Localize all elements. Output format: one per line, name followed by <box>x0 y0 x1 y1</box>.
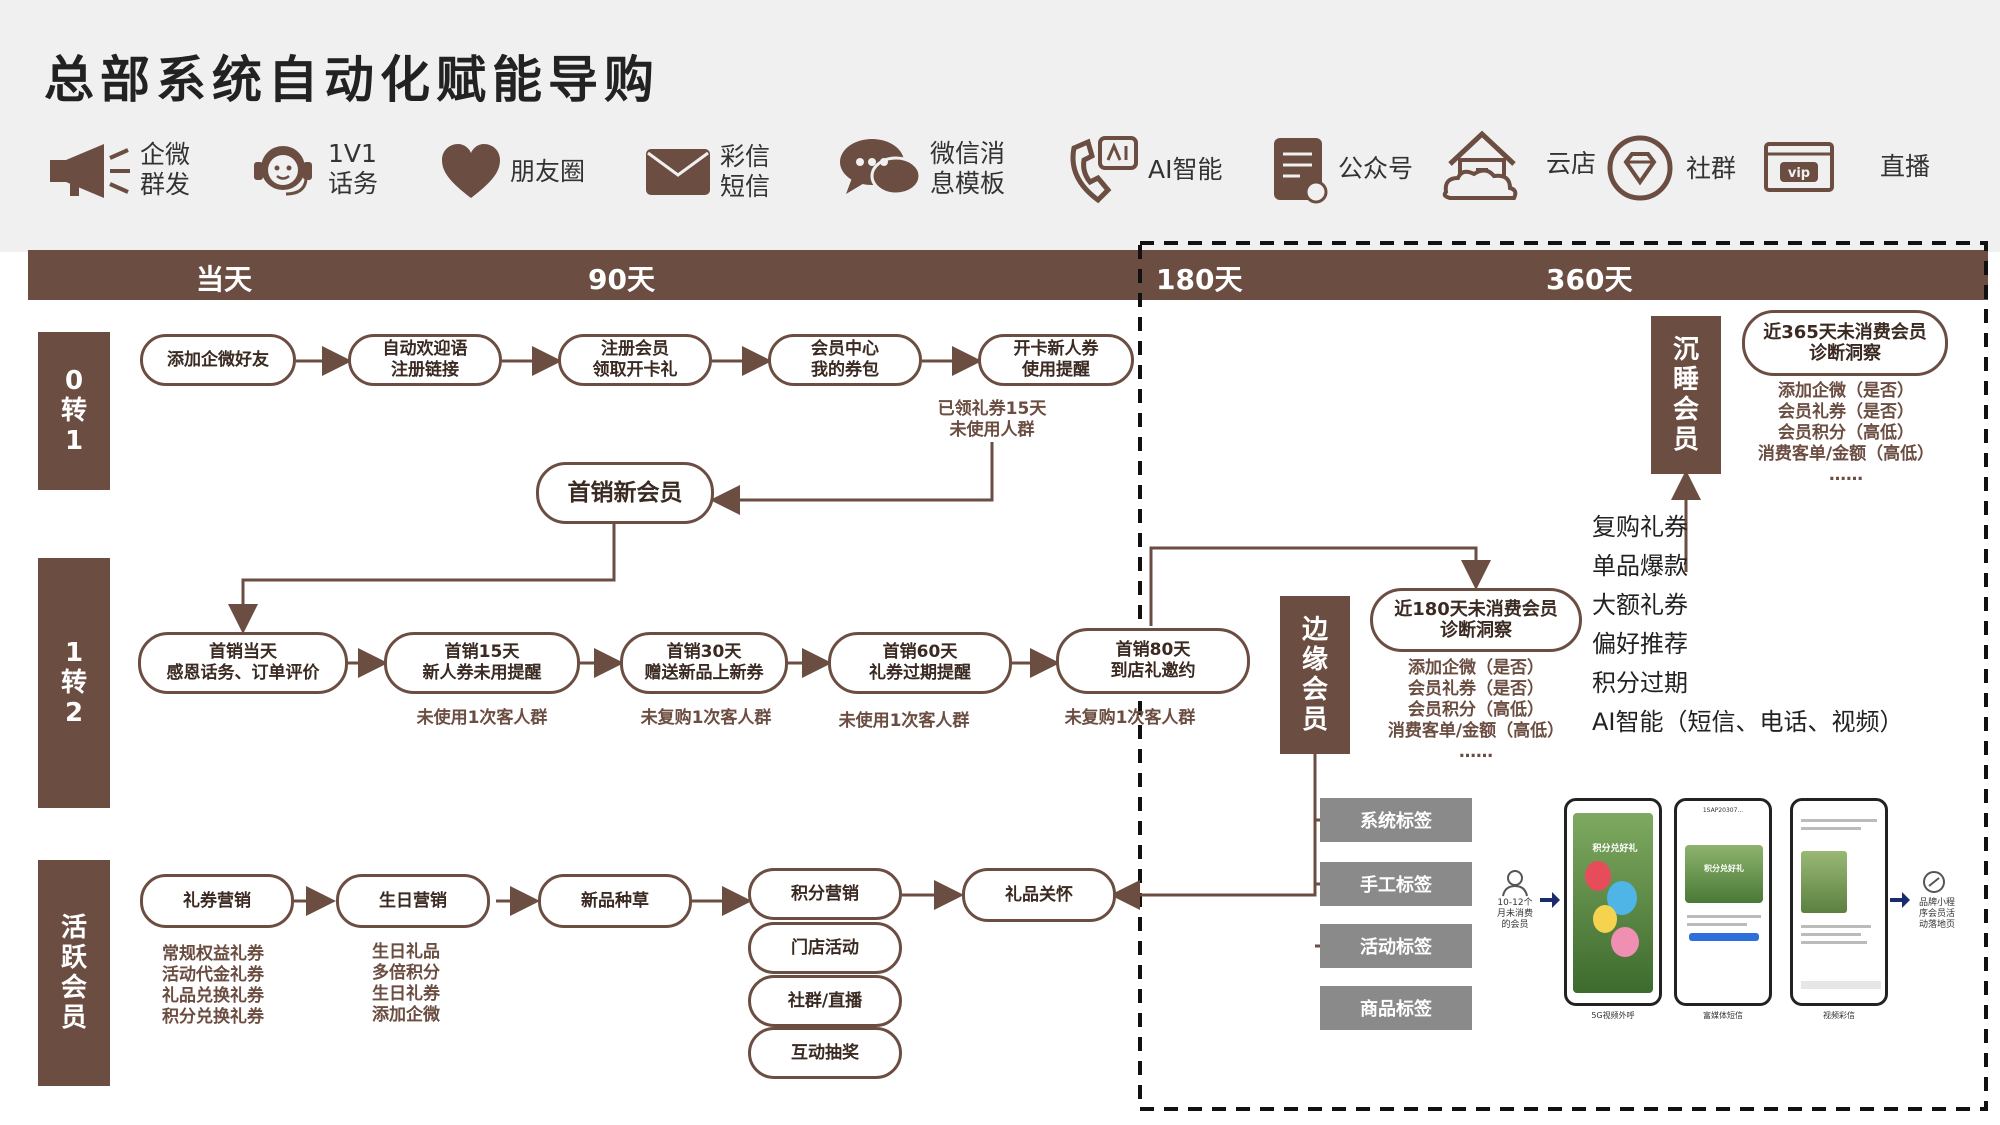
channel-one-on-one-call: 1V1 话务 <box>246 136 378 202</box>
channel-label: 直播 <box>1880 152 1931 181</box>
node-first-sale-member: 首销新会员 <box>536 462 714 524</box>
channel-label: AI智能 <box>1148 155 1223 184</box>
stage-active-member: 活 跃 会 员 <box>38 860 110 1086</box>
node-add-wecom-friend: 添加企微好友 <box>140 334 296 386</box>
node-member-center: 会员中心 我的券包 <box>768 334 922 386</box>
node-store-event: 门店活动 <box>748 922 902 974</box>
note-unused-1: 未使用1次客人群 <box>416 708 548 728</box>
phone-rich-media-sms: 1SAP20307... 积分兑好礼 <box>1674 798 1772 1006</box>
timeline-day-180: 180天 <box>1156 263 1243 296</box>
node-points-marketing: 积分营销 <box>748 868 902 920</box>
node-first-sale-30: 首销30天 赠送新品上新券 <box>620 632 788 694</box>
note-sleep-criteria: 添加企微（是否） 会员礼券（是否） 会员积分（高低） 消费客单/金额（高低） …… <box>1757 381 1935 485</box>
caption-rich-media-sms: 富媒体短信 <box>1703 1011 1743 1020</box>
node-first-sale-day: 首销当天 感恩话务、订单评价 <box>138 632 348 694</box>
channel-label: 企微 群发 <box>140 140 191 199</box>
stage-zero-to-one: 0 转 1 <box>38 332 110 490</box>
channel-community: 社群 <box>1606 134 1736 204</box>
channel-label: 朋友圈 <box>510 157 586 186</box>
caption-5g-video-call: 5G视频外呼 <box>1591 1011 1635 1020</box>
node-interactive-lottery: 互动抽奖 <box>748 1027 902 1079</box>
tag-manual: 手工标签 <box>1320 862 1472 906</box>
channel-live-stream: vip 直播 <box>1762 140 1930 194</box>
phone-5g-video-call: 积分兑好礼 <box>1564 798 1662 1006</box>
long-term-region <box>1138 241 1988 1111</box>
diamond-badge-icon <box>1607 135 1673 201</box>
timeline-day-0: 当天 <box>196 263 253 296</box>
node-first-sale-60: 首销60天 礼券过期提醒 <box>828 632 1012 694</box>
megaphone-icon <box>50 144 130 198</box>
tag-product: 商品标签 <box>1320 986 1472 1030</box>
channel-official-account: 公众号 <box>1270 134 1413 204</box>
action-list: 复购礼券 单品爆款 大额礼券 偏好推荐 积分过期 AI智能（短信、电话、视频） <box>1592 513 1904 736</box>
caption-landing-page: 品牌小程 序会员活 动落地页 <box>1918 898 1955 930</box>
channel-label: 云店 <box>1546 149 1597 178</box>
note-unused-15-days: 已领礼券15天 未使用人群 <box>937 399 1047 440</box>
node-gift-care: 礼品关怀 <box>962 868 1116 922</box>
timeline-day-90: 90天 <box>588 263 655 296</box>
channel-label: 彩信 短信 <box>720 142 771 201</box>
node-sleep-diagnosis: 近365天未消费会员 诊断洞察 <box>1742 310 1948 376</box>
tag-system: 系统标签 <box>1320 798 1472 842</box>
screen-text: 1SAP20307... <box>1702 807 1744 814</box>
caption-inactive-members: 10-12个 月未消费 的会员 <box>1496 898 1533 930</box>
node-new-coupon-reminder: 开卡新人券 使用提醒 <box>978 334 1134 386</box>
caption-video-mms: 视频彩信 <box>1823 1011 1855 1020</box>
channel-wecom-broadcast: 企微 群发 <box>48 140 190 200</box>
envelope-icon <box>646 149 710 195</box>
channel-wechat-template: 微信消 息模板 <box>838 136 1005 202</box>
headset-agent-icon <box>254 146 312 196</box>
stage-one-to-two: 1 转 2 <box>38 558 110 808</box>
node-edge-diagnosis: 近180天未消费会员 诊断洞察 <box>1370 588 1582 652</box>
channel-mms-sms: 彩信 短信 <box>644 142 770 202</box>
channel-cloud-store: 云店 <box>1440 126 1596 202</box>
link-icon <box>1923 871 1945 893</box>
person-icon <box>1502 870 1528 897</box>
node-auto-welcome: 自动欢迎语 注册链接 <box>348 334 502 386</box>
document-icon <box>1274 138 1328 204</box>
channel-label: 公众号 <box>1338 154 1414 183</box>
timeline-day-360: 360天 <box>1546 263 1633 296</box>
node-first-sale-80: 首销80天 到店礼邀约 <box>1056 628 1250 694</box>
chat-bubble-icon <box>840 139 922 196</box>
screen-text: 积分兑好礼 <box>1704 864 1744 873</box>
svg-text:vip: vip <box>1788 166 1810 181</box>
note-coupon-list: 常规权益礼券 活动代金礼券 礼品兑换礼券 积分兑换礼券 <box>162 944 264 1027</box>
phone-video-mms <box>1790 798 1888 1006</box>
node-first-sale-15: 首销15天 新人券未用提醒 <box>384 632 580 694</box>
timeline-bar <box>28 250 1988 300</box>
channel-label: 1V1 话务 <box>328 139 379 198</box>
heart-icon <box>442 144 500 198</box>
stage-sleep-member: 沉 睡 会 员 <box>1651 316 1721 474</box>
note-edge-criteria: 添加企微（是否） 会员礼券（是否） 会员积分（高低） 消费客单/金额（高低） …… <box>1387 658 1565 762</box>
tag-activity: 活动标签 <box>1320 924 1472 968</box>
node-register-member: 注册会员 领取开卡礼 <box>558 334 712 386</box>
note-no-repurchase-2: 未复购1次客人群 <box>1064 708 1196 728</box>
page-title: 总部系统自动化赋能导购 <box>44 51 660 109</box>
node-birthday-marketing: 生日营销 <box>336 874 490 928</box>
header-band <box>0 0 2000 252</box>
note-no-repurchase-1: 未复购1次客人群 <box>640 708 772 728</box>
node-coupon-marketing: 礼券营销 <box>140 874 294 928</box>
screen-text: 积分兑好礼 <box>1592 844 1638 854</box>
channel-moments: 朋友圈 <box>440 144 585 200</box>
note-birthday-list: 生日礼品 多倍积分 生日礼券 添加企微 <box>372 942 440 1025</box>
node-community-live: 社群/直播 <box>748 975 902 1027</box>
node-new-product-seeding: 新品种草 <box>538 874 692 928</box>
stage-edge-member: 边 缘 会 员 <box>1280 596 1350 754</box>
channel-label: 社群 <box>1686 154 1737 183</box>
vip-card-icon: vip <box>1764 142 1834 192</box>
channel-label: 微信消 息模板 <box>930 139 1006 198</box>
cloud-house-icon <box>1442 130 1518 200</box>
phone-ai-icon <box>1070 136 1138 204</box>
note-unused-2: 未使用1次客人群 <box>838 711 970 731</box>
channel-ai: AI智能 <box>1064 134 1222 206</box>
